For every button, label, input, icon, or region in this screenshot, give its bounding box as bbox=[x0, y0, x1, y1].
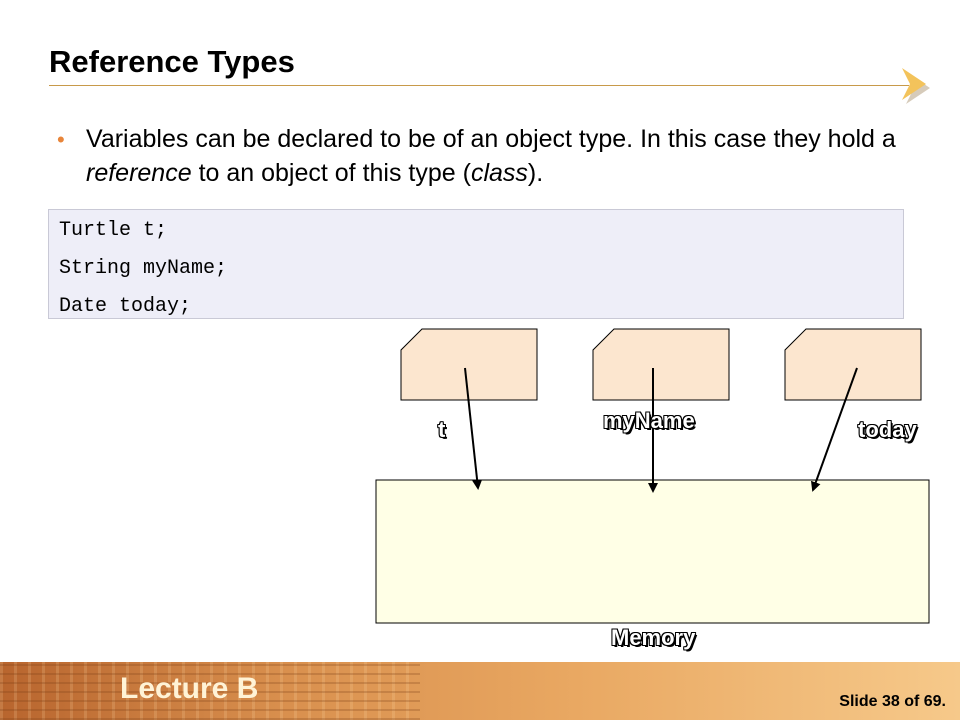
footer-circuit-texture bbox=[0, 662, 420, 720]
bullet-marker: • bbox=[57, 127, 65, 152]
variable-label-today: today bbox=[858, 417, 917, 442]
code-line: Date today; bbox=[59, 295, 192, 318]
bullet-emphasis-reference: reference bbox=[86, 159, 192, 187]
variable-label-t: t bbox=[438, 417, 446, 442]
bullet-emphasis-class: class bbox=[470, 159, 528, 187]
slide-title: Reference Types bbox=[49, 44, 295, 79]
code-line: String myName; bbox=[59, 257, 228, 280]
lecture-label: Lecture B bbox=[120, 672, 259, 705]
bullet-text: Variables can be declared to be of an ob… bbox=[86, 122, 926, 190]
memory-box bbox=[375, 479, 930, 624]
slide-number: Slide 38 of 69. bbox=[839, 693, 946, 710]
memory-label: Memory bbox=[611, 625, 696, 650]
code-line: Turtle t; bbox=[59, 219, 168, 242]
variable-box-t bbox=[400, 328, 538, 401]
slide-footer: Lecture B Slide 38 of 69. bbox=[0, 662, 960, 720]
bullet-text-part: ). bbox=[527, 159, 544, 187]
variable-box-myname bbox=[592, 328, 730, 401]
reference-arrow-today bbox=[811, 367, 858, 492]
play-arrow-icon bbox=[902, 68, 930, 104]
title-rule bbox=[49, 85, 909, 86]
bullet-text-part: Variables can be declared to be of an ob… bbox=[86, 125, 896, 153]
bullet-text-part: to an object of this type ( bbox=[191, 159, 471, 187]
variable-label-myname: myName bbox=[603, 408, 695, 433]
reference-arrow-t bbox=[464, 367, 483, 490]
variable-box-today bbox=[784, 328, 922, 401]
code-block: Turtle t; String myName; Date today; bbox=[48, 209, 904, 319]
